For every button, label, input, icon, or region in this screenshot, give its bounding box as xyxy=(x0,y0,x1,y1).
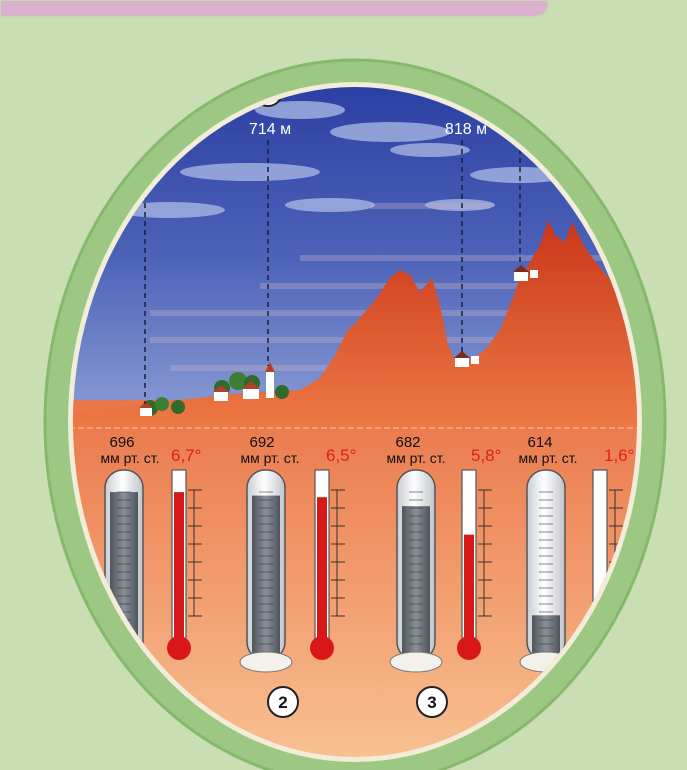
pressure-value: 682 xyxy=(395,434,420,451)
barometer-cup xyxy=(389,651,443,673)
thermometer-bulb xyxy=(457,636,481,660)
pressure-value: 692 xyxy=(249,434,274,451)
temperature-value: 6,5° xyxy=(326,446,356,465)
top-banner xyxy=(0,0,549,18)
village-2 xyxy=(213,362,289,401)
thermometer-column xyxy=(464,534,474,640)
temperature-value: 1,6° xyxy=(604,446,634,465)
temperature-value: 6,7° xyxy=(171,446,201,465)
mercury-column xyxy=(252,495,280,654)
bottom-badge-circle xyxy=(416,686,448,718)
station-altitude: 714 м xyxy=(249,121,291,138)
pressure-value: 696 xyxy=(109,434,134,451)
pressure-value: 614 xyxy=(527,434,552,451)
barometer-cup xyxy=(239,651,293,673)
mercury-column xyxy=(532,615,560,654)
bottom-badge-number: 2 xyxy=(278,693,287,712)
pressure-unit: мм рт. ст. xyxy=(100,450,159,466)
bottom-badge-number: 3 xyxy=(427,693,436,712)
pressure-unit: мм рт. ст. xyxy=(386,450,445,466)
bottom-badge-circle xyxy=(267,686,299,718)
thermometer-bulb xyxy=(310,636,334,660)
thermometer-column xyxy=(317,497,327,640)
village-1 xyxy=(139,397,185,416)
village-4 xyxy=(513,265,538,281)
pressure-unit: мм рт. ст. xyxy=(518,450,577,466)
mountain-profile xyxy=(73,220,637,430)
thermometer-bulb xyxy=(167,636,191,660)
village-3 xyxy=(454,351,479,367)
station-altitude: 818 м xyxy=(445,121,487,138)
altitude-dashed-lines xyxy=(144,140,521,404)
thermometer-column xyxy=(174,492,184,640)
pressure-unit: мм рт. ст. xyxy=(240,450,299,466)
temperature-value: 5,8° xyxy=(471,446,501,465)
clouds xyxy=(115,101,570,218)
